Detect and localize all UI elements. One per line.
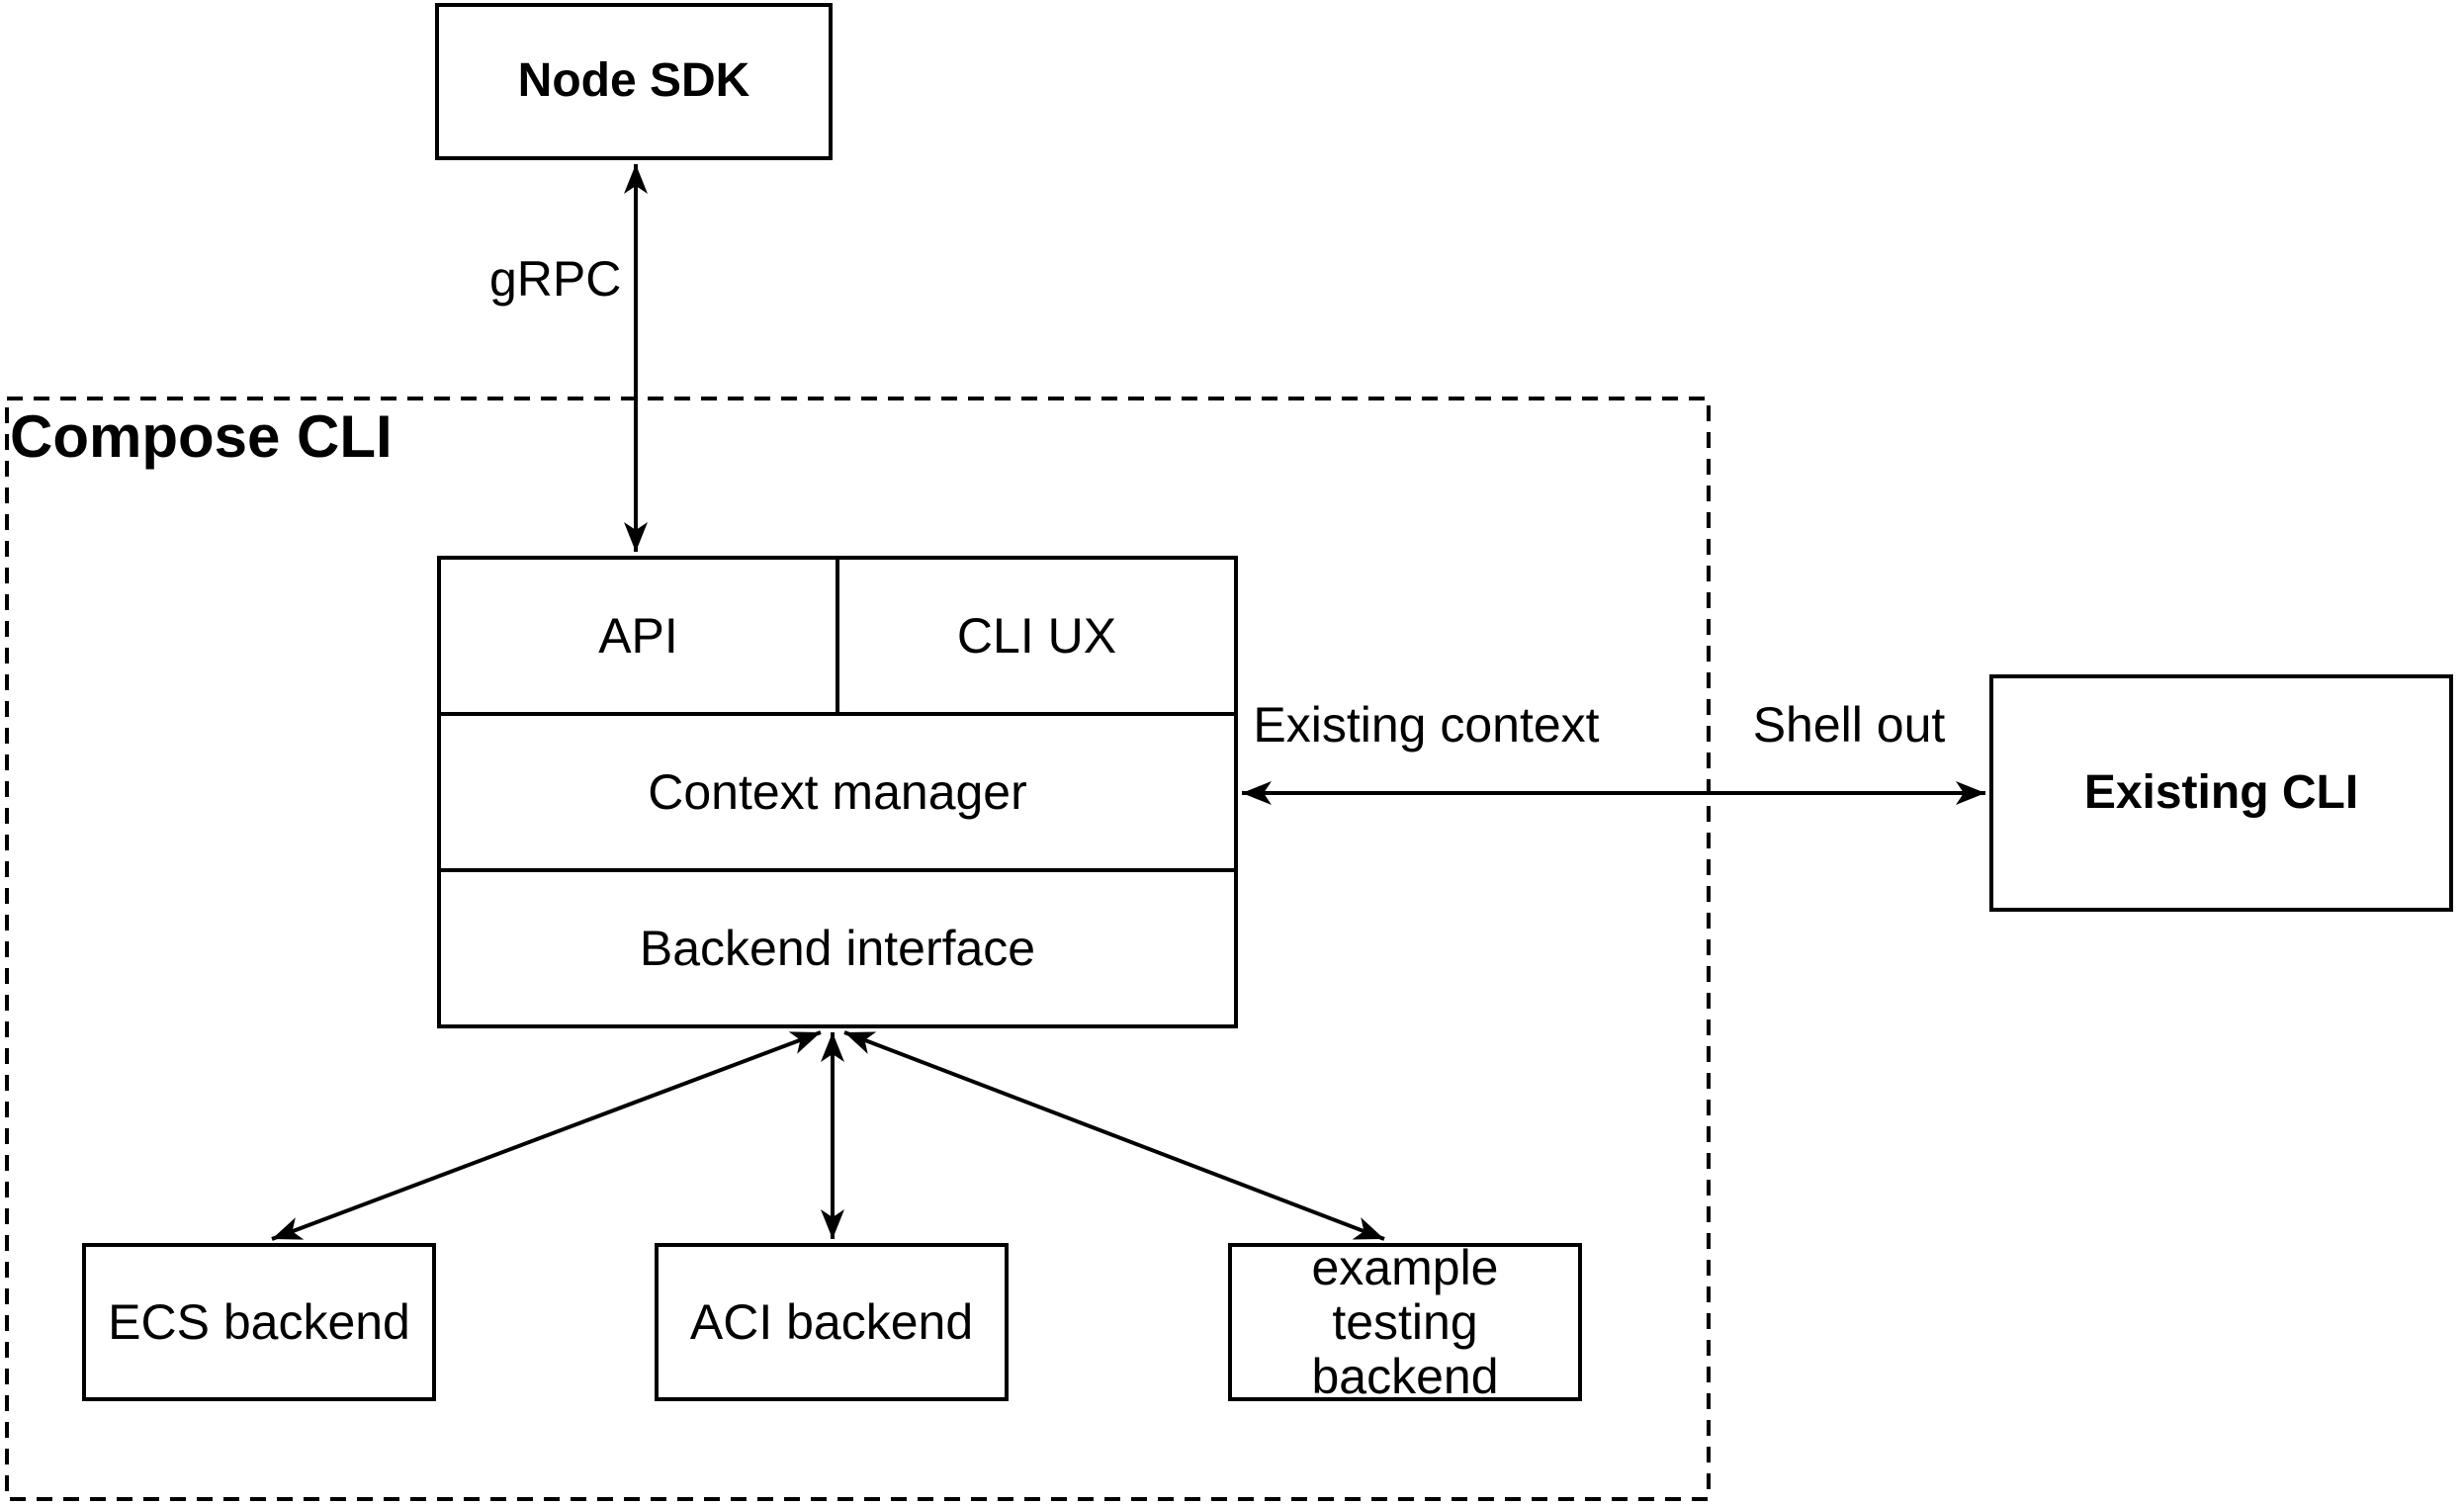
backend-interface-row: Backend interface [441, 872, 1234, 1024]
node-sdk-box: Node SDK [435, 3, 833, 160]
example-testing-backend-label: example testing backend [1311, 1239, 1499, 1404]
grpc-label: gRPC [489, 251, 622, 307]
api-label: API [598, 608, 678, 664]
compose-cli-stack: API CLI UX Context manager Backend inter… [437, 556, 1238, 1028]
existing-cli-label: Existing CLI [2083, 765, 2359, 819]
cli-ux-cell: CLI UX [839, 560, 1234, 712]
shell-out-label: Shell out [1752, 697, 1946, 753]
ecs-backend-label: ECS backend [108, 1293, 410, 1350]
context-manager-label: Context manager [648, 764, 1027, 820]
aci-backend-label: ACI backend [689, 1293, 974, 1350]
compose-cli-container [5, 397, 1711, 1501]
compose-cli-label: Compose CLI [10, 403, 393, 470]
api-cell: API [441, 560, 839, 712]
existing-context-label: Existing context [1253, 697, 1600, 753]
example-arrow [843, 1030, 1385, 1241]
example-testing-backend-box: example testing backend [1228, 1239, 1582, 1404]
existing-cli-box: Existing CLI [1989, 674, 2453, 912]
ecs-backend-box: ECS backend [82, 1243, 436, 1401]
aci-backend-box: ACI backend [655, 1243, 1009, 1401]
context-manager-row: Context manager [441, 716, 1234, 872]
ecs-arrow [271, 1030, 822, 1241]
cli-ux-label: CLI UX [956, 608, 1117, 664]
stack-top-row: API CLI UX [441, 560, 1234, 716]
backend-interface-label: Backend interface [639, 921, 1036, 976]
node-sdk-label: Node SDK [517, 54, 750, 108]
